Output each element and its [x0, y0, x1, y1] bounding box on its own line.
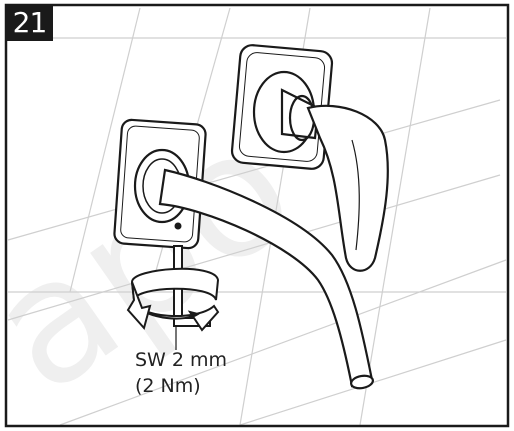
step-number-badge: 21	[6, 5, 53, 41]
wall-tiles	[7, 7, 507, 426]
frame-border	[4, 3, 510, 428]
rotate-arrow-icon	[126, 267, 220, 332]
wrench-size: SW 2 mm	[135, 349, 228, 371]
grub-screw	[174, 222, 182, 230]
torque-value: (2 Nm)	[135, 375, 201, 397]
mixer-handle	[280, 88, 389, 272]
torque-label: SW 2 mm (2 Nm)	[135, 347, 227, 399]
faucet-spout	[158, 168, 374, 390]
